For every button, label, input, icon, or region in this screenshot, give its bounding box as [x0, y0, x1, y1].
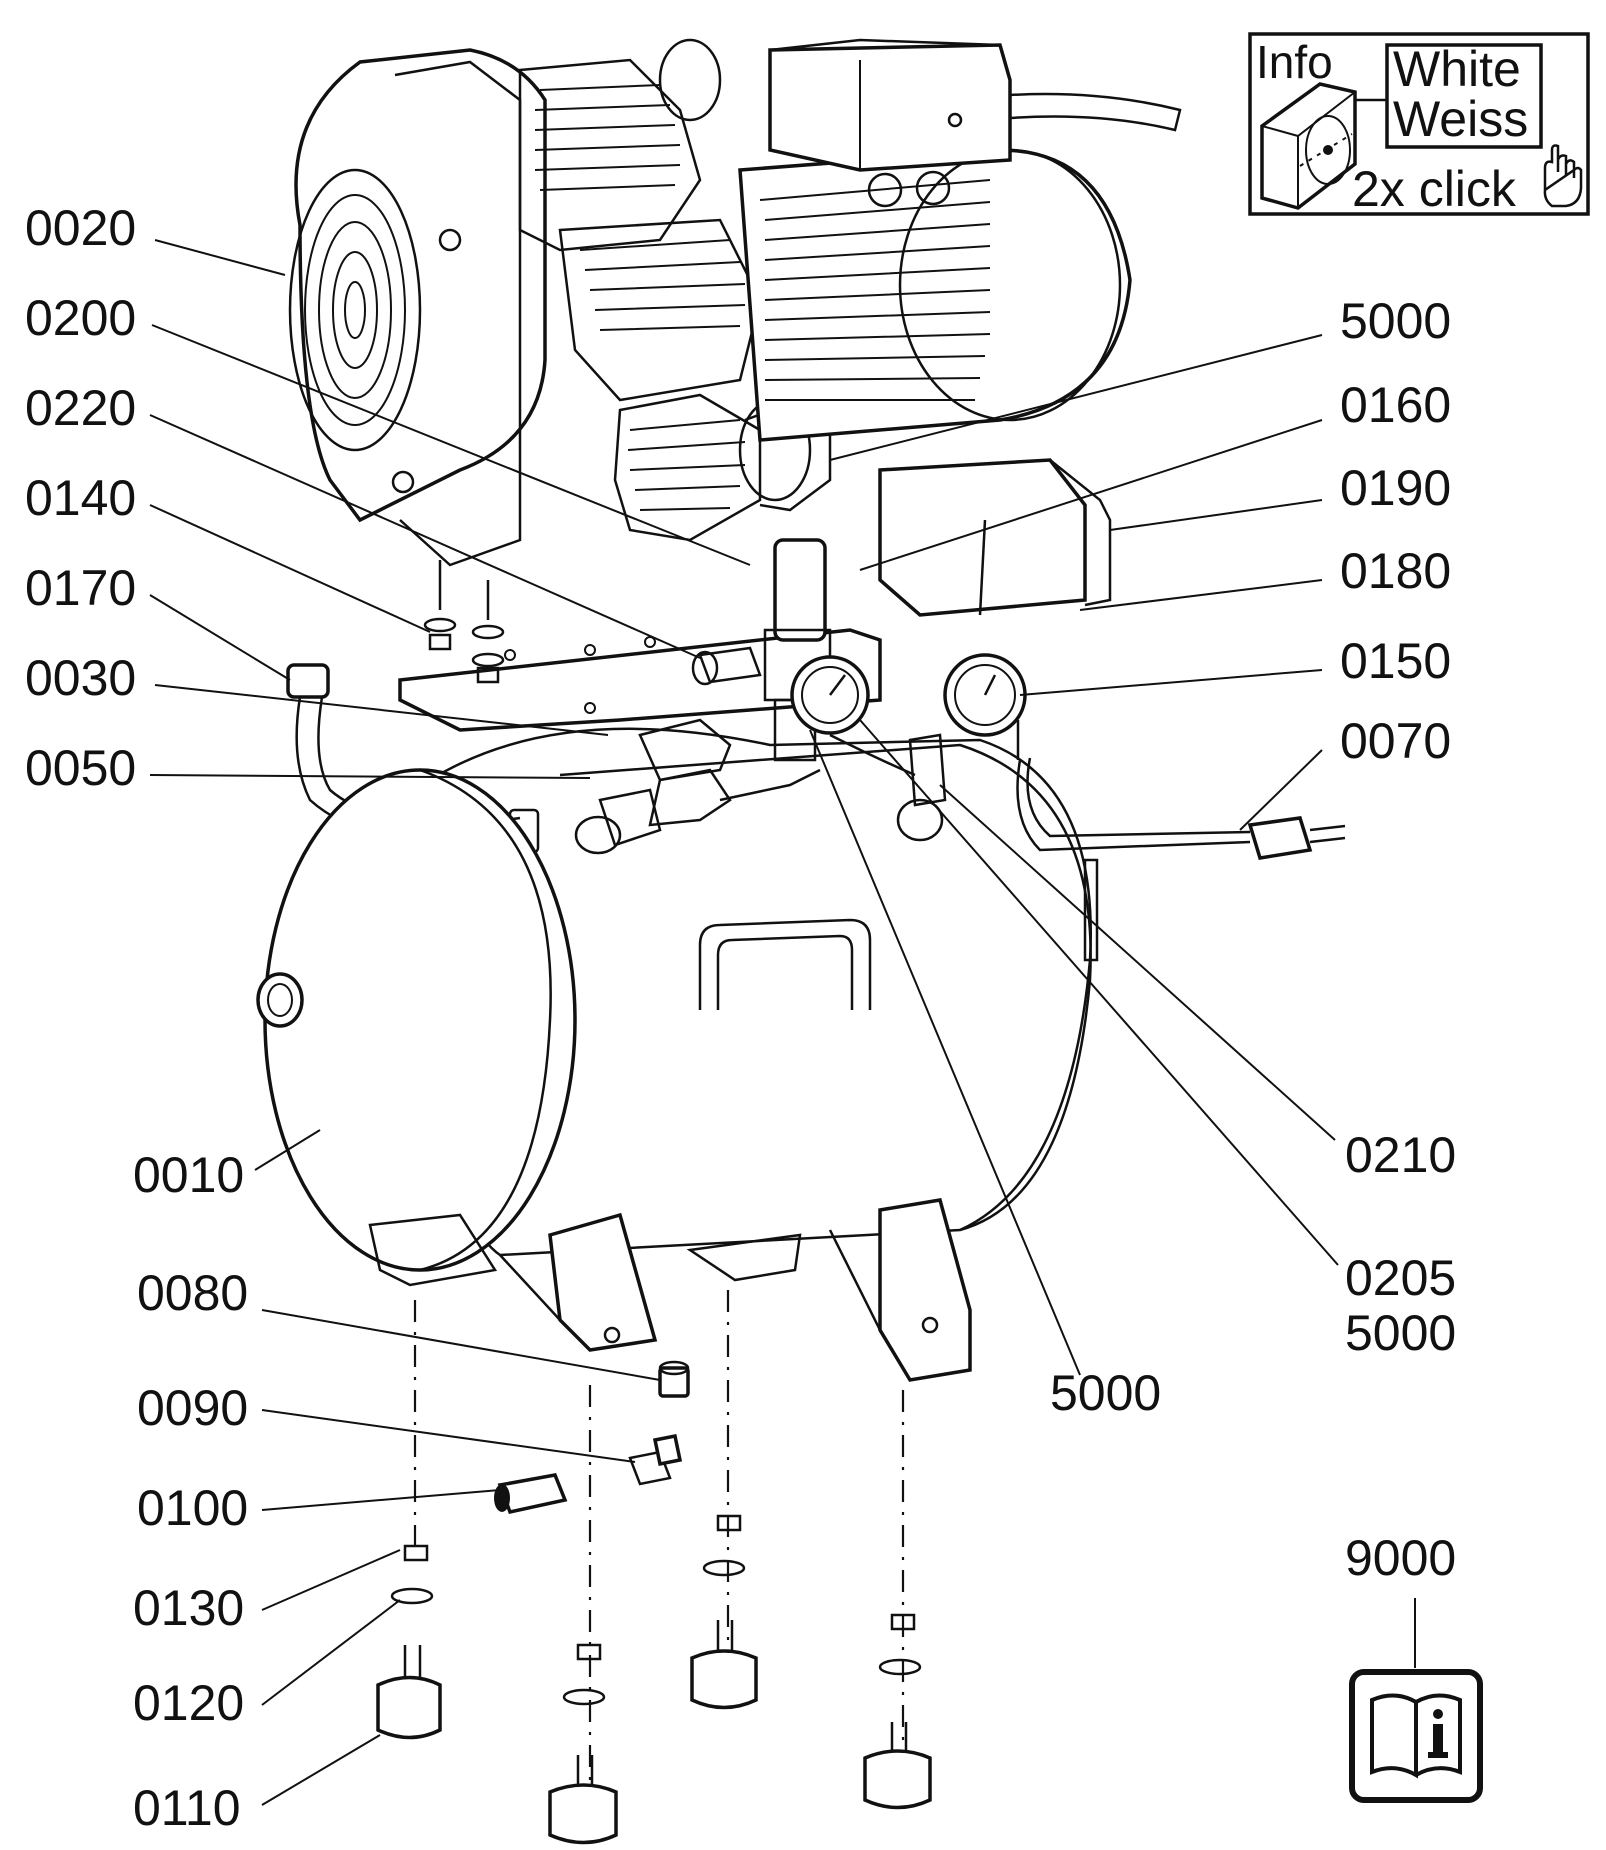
label-5000-a: 5000	[1340, 293, 1451, 349]
label-0070: 0070	[1340, 713, 1451, 769]
pointing-hand-icon	[1543, 144, 1583, 208]
label-0030: 0030	[25, 650, 136, 706]
foot-hardware-3	[690, 1514, 758, 1710]
foot-hardware-4	[863, 1613, 932, 1810]
label-5000-c: 5000	[1050, 1365, 1161, 1421]
info-action: 2x click	[1352, 161, 1517, 217]
label-0020: 0020	[25, 200, 136, 256]
label-0170: 0170	[25, 560, 136, 616]
control-plate-assembly	[286, 458, 1112, 855]
color-label-en: White	[1393, 41, 1521, 97]
label-5000-b: 5000	[1345, 1305, 1456, 1361]
label-9000: 9000	[1345, 1530, 1456, 1586]
label-0190: 0190	[1340, 460, 1451, 516]
foot-hardware-1	[376, 1544, 442, 1740]
compressor-unit	[288, 38, 1182, 567]
label-0100: 0100	[137, 1480, 248, 1536]
label-0120: 0120	[133, 1675, 244, 1731]
label-0205: 0205	[1345, 1250, 1456, 1306]
label-0010: 0010	[133, 1147, 244, 1203]
label-0140: 0140	[25, 470, 136, 526]
label-0220: 0220	[25, 380, 136, 436]
info-box[interactable]: Info White Weiss 2x click	[1248, 32, 1590, 217]
label-0080: 0080	[137, 1265, 248, 1321]
label-0090: 0090	[137, 1380, 248, 1436]
label-0200: 0200	[25, 290, 136, 346]
label-0110: 0110	[133, 1780, 241, 1836]
air-tank	[256, 727, 1099, 1382]
module-box-icon	[1260, 82, 1357, 210]
label-0150: 0150	[1340, 633, 1451, 689]
info-manual-icon[interactable]	[1349, 1669, 1483, 1803]
color-label-de: Weiss	[1393, 91, 1528, 147]
label-0210: 0210	[1345, 1127, 1456, 1183]
label-0180: 0180	[1340, 543, 1451, 599]
label-0130: 0130	[133, 1580, 244, 1636]
info-title: Info	[1256, 36, 1333, 88]
label-0050: 0050	[25, 740, 136, 796]
foot-hardware-2	[548, 1643, 618, 1845]
label-0160: 0160	[1340, 377, 1451, 433]
part-0090-elbow	[628, 1433, 683, 1486]
part-labels: 0020 0200 0220 0140 0170 0030 0050 0010 …	[25, 200, 1456, 1836]
part-0100-valve	[494, 1473, 568, 1515]
power-cable-plug	[1016, 720, 1346, 860]
leader-lines	[149, 239, 1416, 1806]
part-0080-nut	[658, 1360, 690, 1398]
